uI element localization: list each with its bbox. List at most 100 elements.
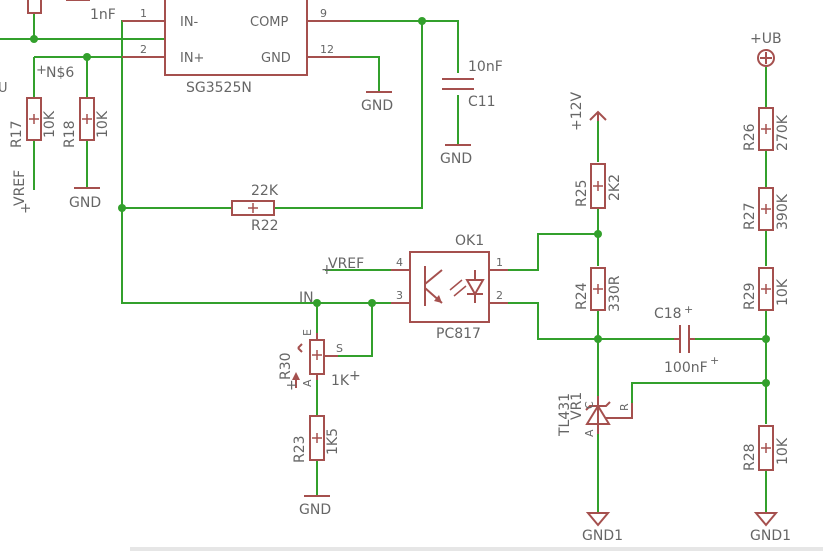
gnd-symbol-r18: GND [69, 187, 101, 211]
r27-value: 390K [775, 193, 791, 230]
gnd1-symbol-left: GND1 [582, 512, 623, 544]
r30-value: 1K [331, 373, 350, 389]
r30-name: R30 [278, 352, 294, 380]
resistor-plus-mark [29, 114, 39, 124]
resistor-body [758, 267, 774, 311]
gnd-label: GND [69, 195, 101, 211]
gnd-label: GND [361, 98, 393, 114]
junctions [30, 17, 770, 387]
wire-tl431-ref [631, 382, 766, 403]
shunt-regulator-vr1[interactable]: C A R TL431 VR1 [557, 392, 633, 437]
resistor-r27[interactable]: R27 390K [742, 187, 791, 231]
ic-pin-gnd: GND [261, 51, 291, 66]
gnd1-triangle-icon [753, 512, 779, 527]
opto-pin-3: 3 [396, 289, 403, 302]
wire-opto-pin2 [508, 302, 674, 340]
resistor-r25[interactable]: R25 2K2 [574, 163, 623, 209]
resistor-body [758, 107, 774, 151]
resistor-body [590, 163, 606, 209]
top-left-fragment: 1nF N$6 + U [0, 0, 116, 96]
resistor-body [231, 200, 275, 216]
junction-dot [313, 299, 321, 307]
vref-label-left: VREF + [12, 170, 34, 214]
resistor-r29[interactable]: R29 10K [742, 267, 791, 311]
tl431-value: TL431 [557, 393, 573, 437]
capacitor-c11[interactable]: 10nF C11 [442, 59, 503, 110]
resistor-body [590, 267, 606, 311]
trimmer-leads [316, 333, 338, 380]
vref-mid-plus: + [321, 262, 333, 278]
supply-12v: +12V [569, 91, 607, 131]
gnd-symbol-c11: GND [440, 144, 472, 167]
optocoupler-ok1[interactable]: 4 3 1 2 OK1 PC817 [391, 233, 508, 342]
supply-circle-icon [757, 49, 775, 67]
tl431-ref-lead [606, 403, 633, 419]
opto-name: OK1 [455, 233, 484, 249]
vref-left-plus: + [18, 202, 34, 214]
r18-name: R18 [62, 120, 78, 148]
junction-dot [83, 53, 91, 61]
resistor-r28[interactable]: R28 10K [742, 425, 791, 471]
r27-name: R27 [742, 202, 758, 230]
net-label-in: IN [299, 290, 314, 306]
opto-body [409, 251, 490, 323]
trimmer-r30[interactable]: E A S R30 + 1K + [278, 329, 361, 391]
resistor-r22[interactable]: 22K R22 [231, 183, 279, 234]
wires [0, 13, 767, 513]
vref-label-mid: VREF + [321, 256, 364, 278]
gnd-label: GND [299, 502, 331, 518]
r18-value: 10K [95, 110, 111, 138]
supply-ub: +UB [750, 31, 782, 67]
resistor-body [26, 97, 42, 141]
gnd1-label: GND1 [750, 528, 791, 544]
gnd-symbol-ic: GND [361, 91, 393, 114]
r29-name: R29 [742, 282, 758, 310]
resistor-r23[interactable]: R23 1K5 [292, 415, 341, 463]
tl431-pin-c: C [583, 401, 596, 409]
junction-dot [762, 379, 770, 387]
net-plus-mark: + [36, 63, 47, 78]
opto-pin-2: 2 [496, 289, 503, 302]
resistor-r26[interactable]: R26 270K [742, 107, 791, 151]
r28-name: R28 [742, 443, 758, 471]
r30-plus: + [284, 379, 300, 391]
resistor-plus-mark [761, 443, 771, 453]
r17-name: R17 [9, 120, 25, 148]
resistor-r18[interactable]: R18 10K [62, 97, 111, 148]
gnd-label: GND [440, 151, 472, 167]
c18-name: C18 [654, 306, 682, 322]
supply-12v-label: +12V [569, 91, 585, 131]
junction-dot [30, 35, 38, 43]
c18-value-plus: + [710, 354, 719, 367]
r30-value-plus: + [349, 368, 361, 384]
c18-value: 100nF [664, 360, 708, 376]
junction-dot [368, 299, 376, 307]
ic-pin-number-1: 1 [140, 7, 147, 20]
gnd1-triangle-icon [585, 512, 611, 527]
ic-pin-comp: COMP [250, 15, 289, 30]
trimmer-plus-mark [312, 350, 322, 360]
supply-plus-icon [760, 52, 772, 64]
tl431-cathode-bar [585, 401, 611, 411]
r25-value: 2K2 [607, 174, 623, 201]
c18-plus: + [684, 303, 693, 316]
resistor-plus-mark [761, 284, 771, 294]
ic-pin-number-2: 2 [140, 43, 147, 56]
resistor-r17[interactable]: R17 10K [9, 97, 58, 148]
ic-sg3525n[interactable]: 1 2 9 12 IN- IN+ COMP GND SG3525N [122, 0, 350, 96]
resistor-body [309, 415, 325, 461]
resistor-body [79, 97, 95, 141]
resistor-r24[interactable]: R24 330R [574, 267, 623, 312]
ic-pin-in-plus: IN+ [180, 51, 204, 66]
r23-name: R23 [292, 435, 308, 463]
capacitor-c18[interactable]: C18 + 100nF + [654, 303, 719, 376]
resistor-plus-mark [761, 124, 771, 134]
resistor-plus-mark [593, 181, 603, 191]
resistor-plus-mark [593, 284, 603, 294]
trimmer-adjust-icon [292, 372, 300, 380]
r23-value: 1K5 [325, 428, 341, 455]
tl431-triangle-icon [585, 404, 611, 425]
ic-pin-number-9: 9 [320, 7, 327, 20]
light-rays-icon [449, 279, 467, 297]
